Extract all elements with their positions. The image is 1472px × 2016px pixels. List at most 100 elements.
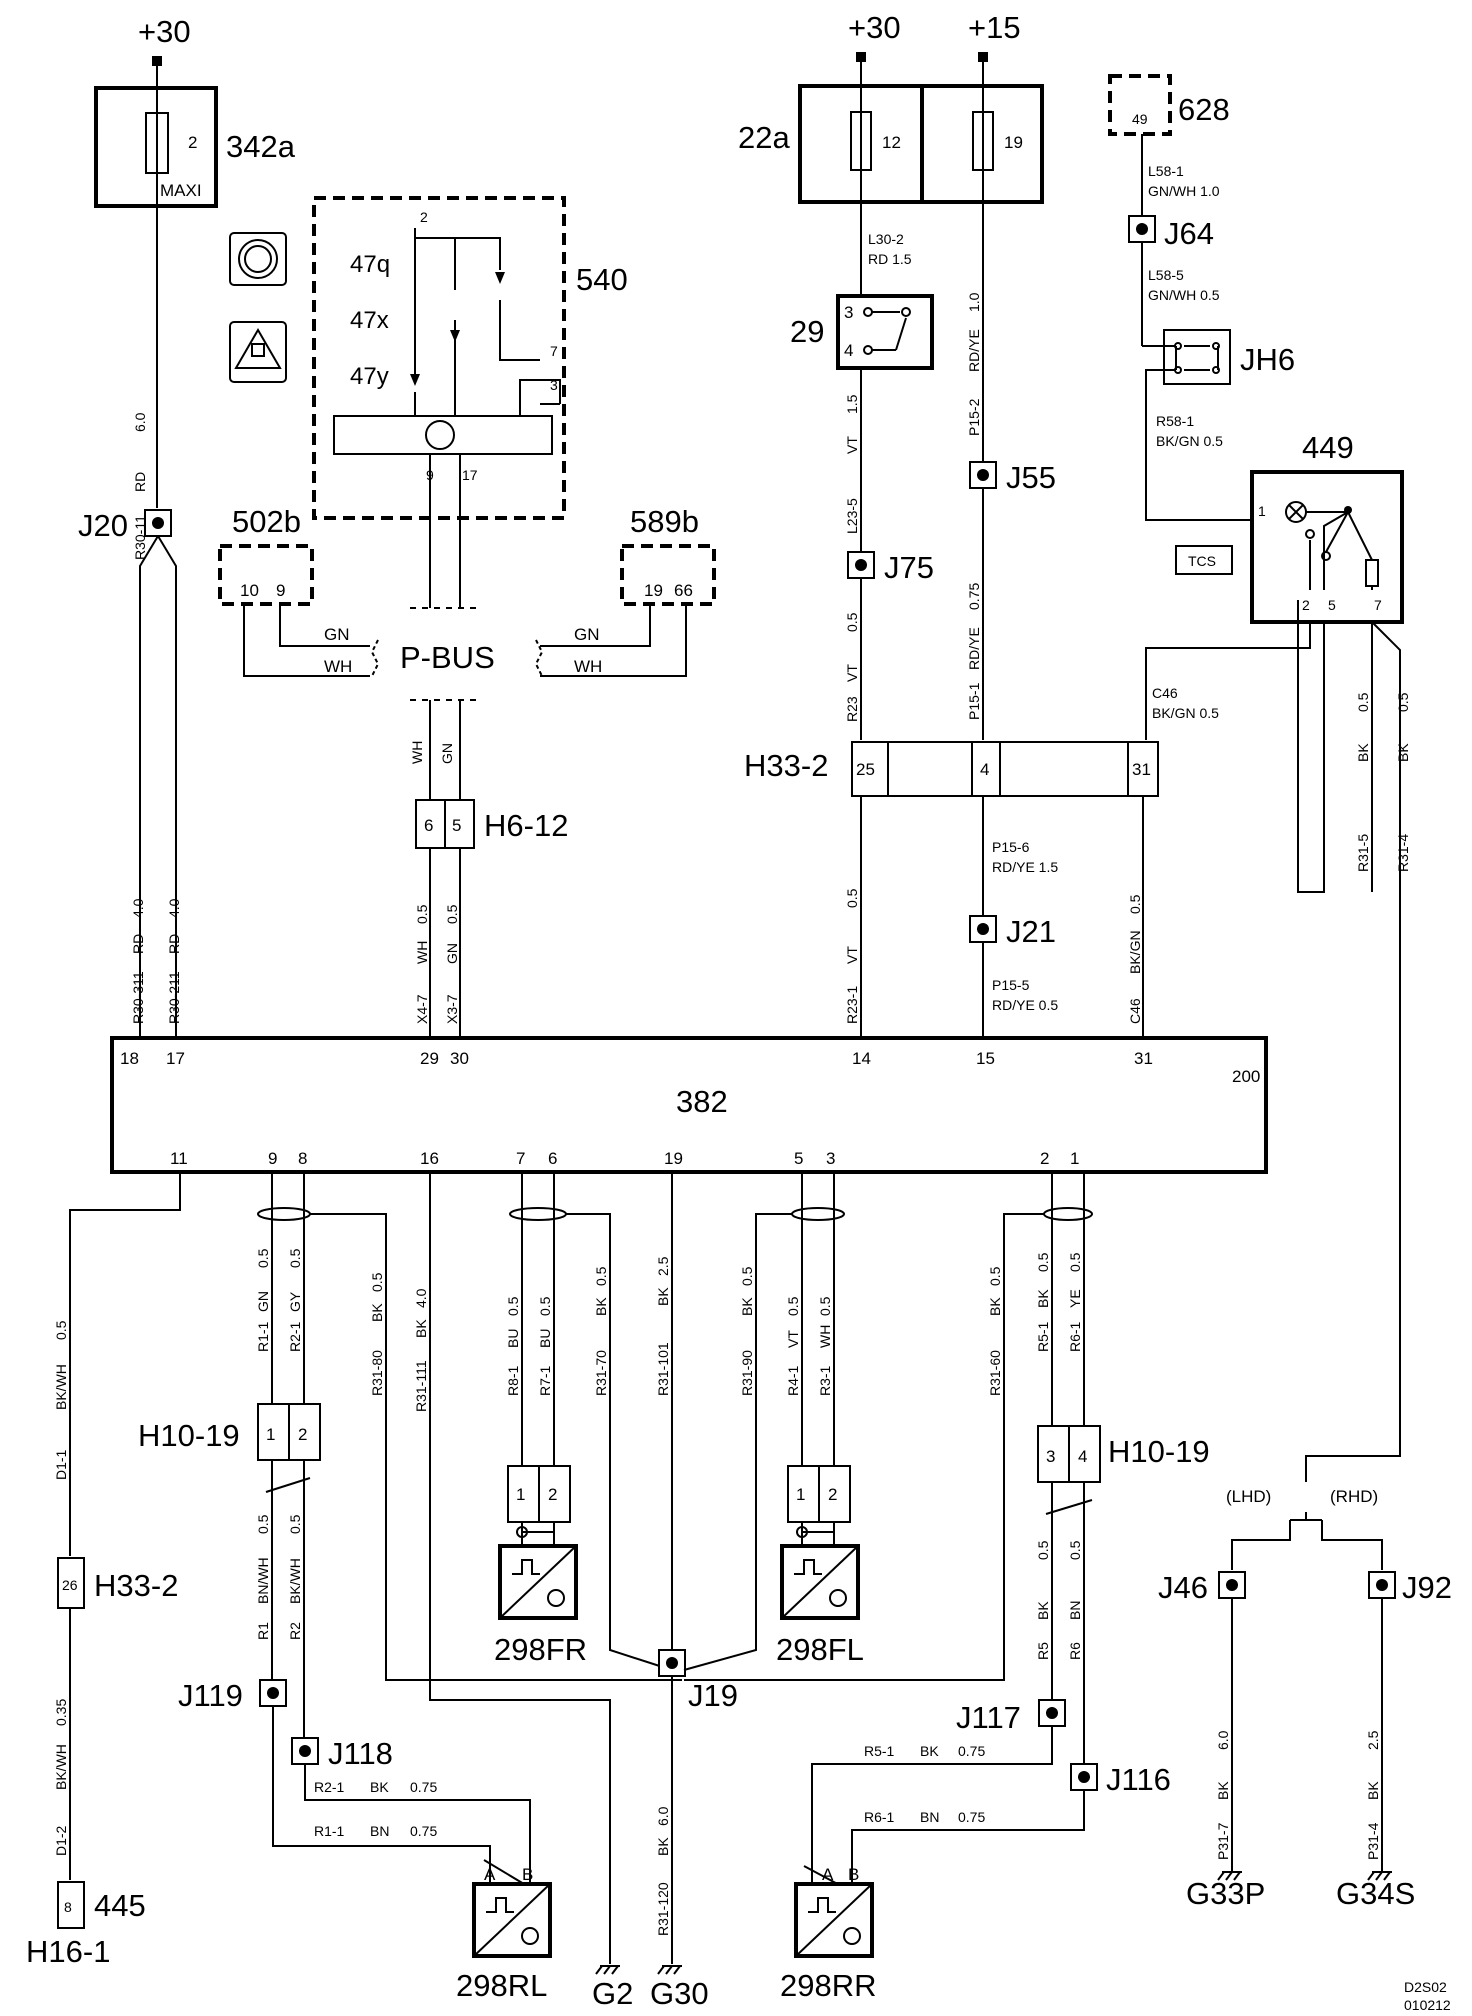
fuse-342a-pin: 2 xyxy=(188,133,197,152)
svg-text:7: 7 xyxy=(550,343,558,359)
module-628: 49 628 xyxy=(1108,74,1230,136)
ground-G30: G30 xyxy=(650,1965,709,2011)
svg-text:BK: BK xyxy=(1365,1781,1381,1800)
svg-text:GN: GN xyxy=(255,1291,271,1312)
svg-text:3: 3 xyxy=(844,303,853,322)
svg-text:D2S02: D2S02 xyxy=(1404,1979,1447,1995)
svg-text:11: 11 xyxy=(170,1149,188,1168)
wire-label-w10: 0.5 VT R23 xyxy=(844,612,860,722)
svg-text:R31-80: R31-80 xyxy=(369,1350,385,1396)
svg-text:382: 382 xyxy=(676,1084,728,1119)
svg-text:BK/WH: BK/WH xyxy=(287,1558,303,1604)
module-502b: 502b 10 9 xyxy=(218,504,314,606)
svg-text:0.5: 0.5 xyxy=(844,612,860,632)
svg-text:6.0: 6.0 xyxy=(655,1806,671,1826)
svg-text:6: 6 xyxy=(548,1149,557,1168)
svg-text:GY: GY xyxy=(287,1291,303,1312)
wire-label-w6: RD/YE 1.0 xyxy=(966,292,982,372)
svg-text:R1: R1 xyxy=(255,1622,271,1640)
junction-J19: J19 xyxy=(658,1649,738,1713)
svg-text:JH6: JH6 xyxy=(1240,342,1295,377)
svg-text:R31-90: R31-90 xyxy=(739,1350,755,1396)
ground-G33P: G33P xyxy=(1186,1871,1265,1911)
cluster-540: 540 47q 47x 47y 2 7 3 9 17 xyxy=(312,196,628,608)
svg-text:5: 5 xyxy=(794,1149,803,1168)
svg-text:0.5: 0.5 xyxy=(1395,692,1411,712)
junction-J21: J21 xyxy=(969,914,1056,949)
svg-text:VT: VT xyxy=(785,1330,801,1348)
svg-text:0.5: 0.5 xyxy=(414,904,430,924)
switch-29: 29 3 4 xyxy=(790,294,934,370)
svg-text:9: 9 xyxy=(276,581,285,600)
svg-text:J55: J55 xyxy=(1006,460,1056,495)
wheel-sensor-298FL: 298FL xyxy=(776,1544,864,1667)
svg-text:502b: 502b xyxy=(232,504,301,539)
svg-text:YE: YE xyxy=(1067,1289,1083,1308)
svg-text:D1-2: D1-2 xyxy=(53,1825,69,1856)
svg-text:BK: BK xyxy=(655,1837,671,1856)
wire-label-w41: R5 BK 0.5 xyxy=(1035,1540,1051,1660)
svg-text:BK: BK xyxy=(987,1297,1003,1316)
svg-text:6.0: 6.0 xyxy=(132,412,148,432)
supply-label: +30 xyxy=(138,14,191,49)
junction-J118: J118 xyxy=(291,1736,393,1771)
svg-text:(LHD): (LHD) xyxy=(1226,1487,1271,1506)
svg-text:BN: BN xyxy=(920,1809,939,1825)
svg-text:3: 3 xyxy=(550,377,558,393)
wire-label-w27: R31-80 BK 0.5 xyxy=(369,1272,385,1396)
svg-text:P31-4: P31-4 xyxy=(1365,1822,1381,1860)
svg-text:0.35: 0.35 xyxy=(53,1699,69,1726)
svg-text:0.5: 0.5 xyxy=(593,1266,609,1286)
svg-text:19: 19 xyxy=(644,581,663,600)
wire-label-w21-spec: RD/YE 1.5 xyxy=(992,859,1058,875)
wire-label-w26: R2-1 GY 0.5 xyxy=(287,1248,303,1352)
junction-J75: J75 xyxy=(847,550,934,585)
svg-text:B: B xyxy=(522,1865,533,1884)
svg-text:R4-1: R4-1 xyxy=(785,1365,801,1396)
svg-text:H33-2: H33-2 xyxy=(744,748,828,783)
svg-text:5: 5 xyxy=(452,816,461,835)
svg-text:L23-5: L23-5 xyxy=(844,498,860,534)
svg-text:15: 15 xyxy=(976,1049,995,1068)
svg-text:30: 30 xyxy=(450,1049,469,1068)
svg-text:7: 7 xyxy=(516,1149,525,1168)
svg-text:19: 19 xyxy=(1004,133,1023,152)
svg-text:25: 25 xyxy=(856,760,875,779)
svg-text:H33-2: H33-2 xyxy=(94,1568,178,1603)
svg-text:49: 49 xyxy=(1132,111,1148,127)
svg-text:BK/GN: BK/GN xyxy=(1127,930,1143,974)
svg-text:BN: BN xyxy=(1067,1601,1083,1620)
svg-text:BN/WH: BN/WH xyxy=(255,1557,271,1604)
svg-text:J21: J21 xyxy=(1006,914,1056,949)
drive-side-select: (LHD) (RHD) xyxy=(1226,1487,1383,1570)
wire-label-w16: R30-311 RD 4.0 xyxy=(130,898,146,1024)
svg-text:R31-5: R31-5 xyxy=(1355,834,1371,872)
svg-text:BK: BK xyxy=(1035,1601,1051,1620)
svg-text:0.5: 0.5 xyxy=(1127,894,1143,914)
wire-label-w34: R4-1 VT 0.5 xyxy=(785,1296,801,1396)
wire-label-w32: R31-101 BK 2.5 xyxy=(655,1256,671,1396)
svg-text:589b: 589b xyxy=(630,504,699,539)
sensor-connector-298FR: 1 2 xyxy=(507,1465,571,1544)
wire-label-w24: D1-1 BK/WH 0.5 xyxy=(53,1320,69,1480)
abs-warning-icon xyxy=(229,232,287,286)
junction-J20: J20 xyxy=(78,508,172,543)
svg-text:47y: 47y xyxy=(350,363,389,390)
supply-plus30-left: +30 xyxy=(138,14,191,88)
svg-text:BK: BK xyxy=(370,1779,389,1795)
svg-text:R31-70: R31-70 xyxy=(593,1350,609,1396)
svg-text:+15: +15 xyxy=(968,10,1021,45)
svg-text:R7-1: R7-1 xyxy=(537,1365,553,1396)
module-589b: 589b 19 66 xyxy=(620,504,716,606)
svg-text:298RR: 298RR xyxy=(780,1968,877,2003)
svg-text:BK: BK xyxy=(1035,1289,1051,1308)
wire-label-w35: R3-1 WH 0.5 xyxy=(817,1296,833,1396)
wire-label-wh: WH xyxy=(409,741,425,764)
tcs-label: TCS xyxy=(1175,545,1233,575)
svg-text:RD/YE: RD/YE xyxy=(966,627,982,670)
svg-text:J19: J19 xyxy=(688,1678,738,1713)
wire-label-w39: R1 BN/WH 0.5 xyxy=(255,1514,271,1640)
svg-text:VT: VT xyxy=(844,436,860,454)
wire-label-w1: RD 6.0 xyxy=(132,412,148,492)
